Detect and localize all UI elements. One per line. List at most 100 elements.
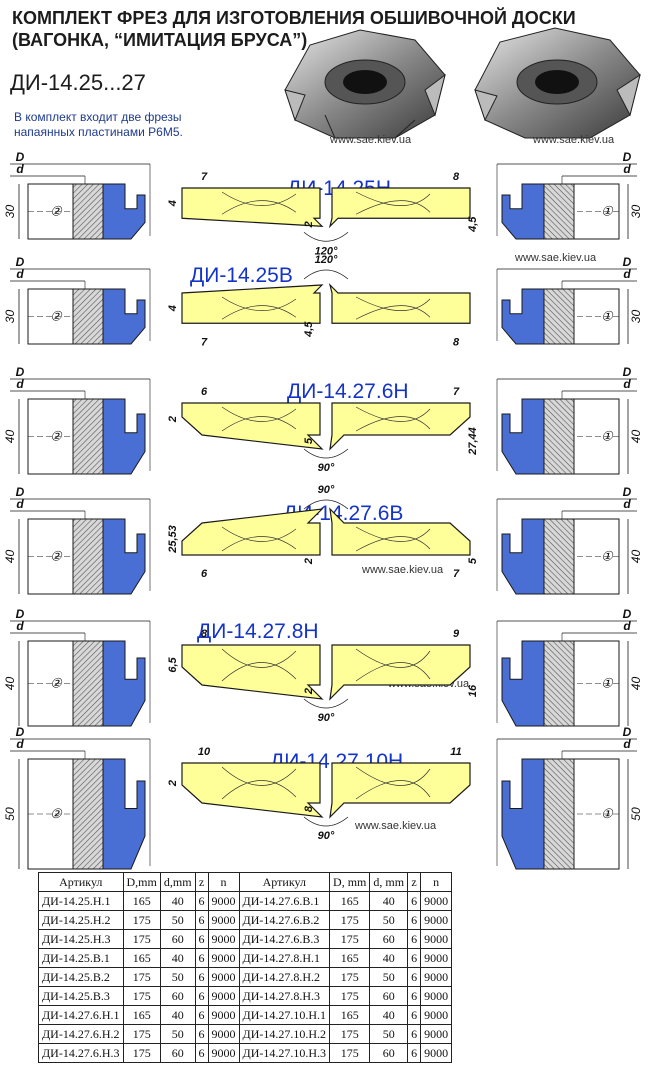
- dim-edge-right: 8: [453, 336, 460, 348]
- table-cell: 60: [369, 1043, 409, 1063]
- dim-edge-right: 7: [453, 386, 460, 398]
- cutter-profile: [102, 640, 146, 727]
- wood-texture-right: [355, 296, 431, 320]
- label-d: d: [16, 267, 24, 281]
- watermark-row-4: www.sae.kiev.ua: [362, 564, 444, 576]
- dim-value: 4,5: [467, 216, 479, 233]
- table-cell: ДИ-14.27.6.Н.2: [38, 1024, 124, 1044]
- cutter-left-1: [10, 163, 151, 240]
- table-cell: 175: [122, 986, 161, 1006]
- board-left-part: [181, 644, 324, 700]
- board-5: [181, 644, 471, 709]
- table-cell: 60: [159, 986, 196, 1006]
- table-header-cell: n: [420, 872, 453, 892]
- table-cell: 6: [194, 948, 209, 968]
- cutter-photo: [284, 27, 641, 139]
- table-cell: 40: [159, 948, 196, 968]
- table-cell: 165: [329, 948, 371, 968]
- label-D: D: [16, 607, 25, 621]
- table-cell: 9000: [207, 891, 240, 911]
- wood-texture-left: [221, 766, 297, 800]
- cutter-id-left: ②: [50, 549, 63, 564]
- angle-arc: [303, 816, 349, 827]
- table-cell: 9000: [207, 967, 240, 987]
- label-d: d: [623, 619, 631, 633]
- label-D: D: [16, 725, 25, 739]
- table-cell: ДИ-14.25.Н.3: [38, 929, 124, 949]
- table-header-cell: n: [207, 872, 240, 892]
- wood-texture-left: [221, 648, 297, 682]
- label-D: D: [16, 365, 25, 379]
- table-cell: 175: [122, 1043, 161, 1063]
- cutter-right-5: [496, 620, 637, 727]
- table-cell: 6: [194, 891, 209, 911]
- cutter-profile: [102, 758, 146, 870]
- cutter-left-2: [10, 268, 151, 345]
- table-header-cell: Артикул: [38, 872, 124, 892]
- label-d: d: [16, 619, 24, 633]
- table-cell: 6: [407, 986, 422, 1006]
- cutter-teeth: [543, 640, 575, 727]
- cutter-teeth: [543, 398, 575, 475]
- table-cell: 175: [329, 986, 371, 1006]
- table-cell: 6: [194, 1043, 209, 1063]
- dim-edge-right: 11: [450, 746, 461, 758]
- title-line-1: КОМПЛЕКТ ФРЕЗ ДЛЯ ИЗГОТОВЛЕНИЯ ОБШИВОЧНО…: [12, 8, 576, 28]
- dim-value: 2: [167, 416, 179, 423]
- table-cell: 9000: [207, 910, 240, 930]
- cutter-height-left: 40: [3, 550, 17, 564]
- cutter-height-left: 40: [3, 677, 17, 691]
- table-cell: 6: [407, 1024, 422, 1044]
- cutter-left-3: [10, 378, 151, 475]
- board-left-part: [181, 402, 324, 450]
- cutter-height-left: 50: [3, 807, 17, 821]
- table-cell: 50: [369, 910, 409, 930]
- note-line-1: В комплект входит две фрезы: [14, 110, 182, 124]
- table-cell: 9000: [420, 967, 453, 987]
- table-cell: 40: [369, 1005, 409, 1025]
- table-cell: 9000: [420, 929, 453, 949]
- table-cell: ДИ-14.27.8.Н.3: [238, 986, 331, 1006]
- table-cell: ДИ-14.25.Н.2: [38, 910, 124, 930]
- cutter-profile: [501, 288, 545, 345]
- table-cell: 165: [122, 1005, 161, 1025]
- board-right-part: [328, 187, 471, 229]
- wood-texture-right: [355, 648, 431, 682]
- cutter-height-right: 30: [629, 310, 643, 324]
- label-D: D: [623, 725, 632, 739]
- board-right-part: [329, 644, 471, 701]
- table-cell: 60: [159, 929, 196, 949]
- table-cell: ДИ-14.25.В.2: [38, 967, 124, 987]
- table-cell: 60: [159, 1043, 196, 1063]
- cutter-profile: [102, 518, 146, 595]
- cutter-height-right: 40: [629, 677, 643, 691]
- watermark-photo-1: www.sae.kiev.ua: [330, 134, 412, 146]
- board-left-part: [181, 762, 324, 818]
- note-line-2: напаянных пластинами Р6М5.: [14, 125, 183, 139]
- profile-name-4: ДИ-14.27.6В: [283, 502, 404, 525]
- dim-value: 25,53: [167, 525, 179, 554]
- wood-texture-right: [355, 191, 431, 215]
- table-cell: 9000: [207, 929, 240, 949]
- dim-value: 16: [467, 684, 479, 697]
- wood-texture-right: [355, 526, 431, 552]
- cutter-right-3: [496, 378, 637, 475]
- angle-label: 90°: [318, 830, 335, 842]
- table-cell: 9000: [420, 910, 453, 930]
- label-D: D: [623, 485, 632, 499]
- board-left-part: [181, 187, 324, 227]
- table-cell: 9000: [420, 1005, 453, 1025]
- table-cell: 60: [369, 986, 409, 1006]
- table-cell: 50: [159, 1024, 196, 1044]
- table-header-cell: z: [194, 872, 209, 892]
- table-cell: 50: [159, 910, 196, 930]
- table-cell: 9000: [420, 891, 453, 911]
- cutter-profile: [102, 398, 146, 475]
- label-d: d: [623, 267, 631, 281]
- dim-value: 6,5: [167, 656, 179, 672]
- table-cell: 40: [159, 1005, 196, 1025]
